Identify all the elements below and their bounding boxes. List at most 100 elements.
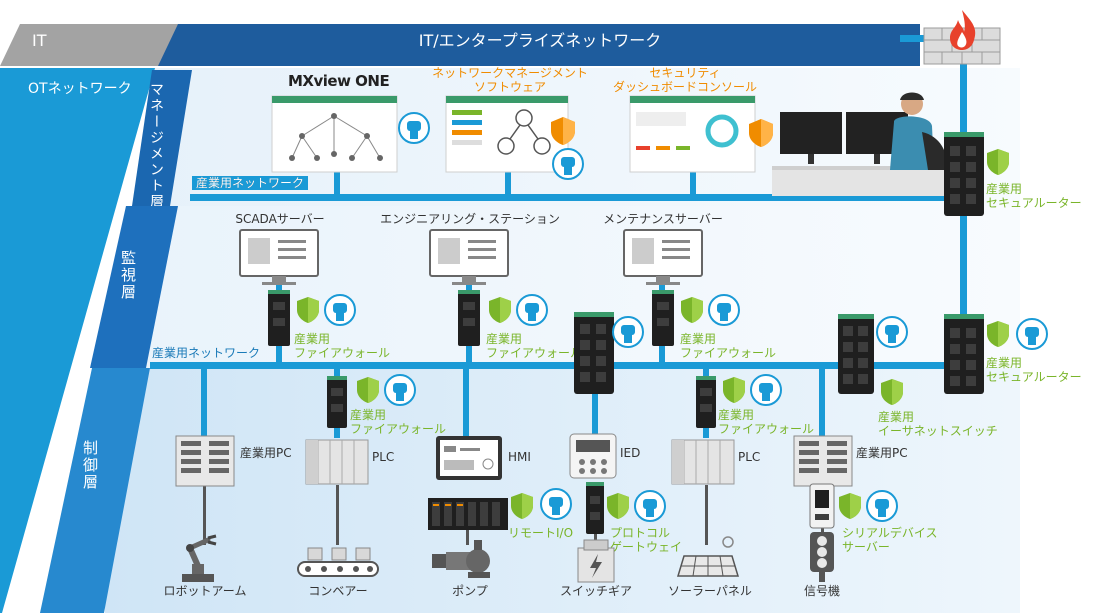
fist-icon bbox=[540, 488, 572, 520]
backbone-vertical-line bbox=[960, 60, 967, 380]
field-link-pump bbox=[466, 530, 469, 545]
control-layer-label: 制御層 bbox=[81, 440, 99, 491]
solar-panel-icon bbox=[676, 536, 740, 577]
control-layer-band bbox=[40, 368, 150, 613]
field-link-solar bbox=[705, 485, 708, 545]
hmi-label: HMI bbox=[508, 450, 531, 464]
green-shield-icon bbox=[987, 321, 1009, 347]
plc-2-label: PLC bbox=[738, 450, 761, 464]
serial-server-device-icon bbox=[809, 483, 835, 529]
protocol-gateway-label: プロトコル ゲートウェイ bbox=[610, 526, 683, 554]
robot-arm-icon bbox=[182, 534, 217, 582]
conveyor-label: コンベアー bbox=[308, 584, 368, 598]
firewall-4-label: 産業用 ファイアウォール bbox=[350, 408, 447, 436]
engineering-station-label: エンジニアリング・ステーション bbox=[380, 212, 560, 226]
fist-icon bbox=[708, 294, 740, 326]
green-shield-icon bbox=[881, 379, 903, 405]
nms-screen-icon bbox=[445, 95, 569, 173]
mxview-logo: MXview ONE bbox=[288, 72, 390, 90]
maintenance-server-label: メンテナンスサーバー bbox=[603, 212, 723, 226]
drop-ied bbox=[592, 368, 598, 434]
secure-router-device-icon bbox=[944, 132, 984, 216]
supervisory-network-line bbox=[150, 362, 950, 369]
conveyor-icon bbox=[297, 547, 379, 577]
green-shield-icon bbox=[357, 377, 379, 403]
firewall-device-icon bbox=[652, 290, 674, 346]
hmi-panel-icon bbox=[436, 436, 502, 480]
engineering-monitor-icon bbox=[429, 229, 509, 285]
ethernet-switch-device-icon bbox=[574, 312, 614, 394]
sup-network-label: 産業用ネットワーク bbox=[152, 346, 261, 360]
mxview-screen-icon bbox=[271, 95, 398, 173]
drop-dashboard bbox=[690, 170, 696, 196]
firewall-device-icon bbox=[696, 376, 716, 428]
industrial-pc-icon bbox=[175, 435, 235, 487]
network-mgmt-software-label: ネットワークマネージメント ソフトウェア bbox=[432, 66, 588, 94]
firewall-device-icon bbox=[458, 290, 480, 346]
ied-device-icon bbox=[569, 433, 617, 479]
it-banner bbox=[0, 24, 180, 66]
enterprise-network-banner bbox=[158, 24, 920, 66]
io-rack-icon bbox=[428, 498, 508, 530]
green-shield-icon bbox=[723, 377, 745, 403]
pump-label: ポンプ bbox=[452, 584, 488, 598]
drop-hmi bbox=[463, 368, 469, 438]
plc-icon bbox=[305, 439, 369, 485]
orange-shield-icon bbox=[749, 119, 773, 147]
plc-icon bbox=[671, 439, 735, 485]
plc-1-label: PLC bbox=[372, 450, 395, 464]
robot-arm-label: ロボットアーム bbox=[163, 584, 247, 598]
supervisory-layer-label: 監視層 bbox=[119, 250, 137, 301]
secure-router-device-icon bbox=[944, 314, 984, 394]
green-shield-icon bbox=[297, 297, 319, 323]
ethernet-switch-label: 産業用 イーサネットスイッチ bbox=[878, 410, 998, 438]
solar-panel-label: ソーラーパネル bbox=[668, 584, 752, 598]
firewall-device-icon bbox=[327, 376, 347, 428]
fist-icon bbox=[516, 294, 548, 326]
firewall-device-icon bbox=[268, 290, 290, 346]
switchgear-icon bbox=[577, 539, 615, 583]
fist-icon bbox=[384, 374, 416, 406]
firewall-5-label: 産業用 ファイアウォール bbox=[718, 408, 815, 436]
scada-monitor-icon bbox=[239, 229, 319, 285]
fist-icon bbox=[750, 374, 782, 406]
ied-label: IED bbox=[620, 446, 641, 460]
fist-icon bbox=[1016, 318, 1048, 350]
maintenance-monitor-icon bbox=[623, 229, 703, 285]
fist-icon bbox=[324, 294, 356, 326]
field-link-robot bbox=[203, 485, 206, 545]
fist-icon bbox=[398, 112, 430, 144]
security-dashboard-label: セキュリティ ダッシュボードコンソール bbox=[612, 66, 757, 94]
firewall-2-label: 産業用 ファイアウォール bbox=[486, 332, 583, 360]
management-layer-band bbox=[132, 70, 192, 206]
supervisory-layer-band bbox=[90, 206, 178, 368]
drop-nms bbox=[505, 170, 511, 196]
secure-router-top-label: 産業用 セキュアルーター bbox=[986, 182, 1082, 210]
switchgear-label: スイッチギア bbox=[559, 584, 632, 598]
scada-server-label: SCADAサーバー bbox=[235, 212, 325, 226]
ethernet-switch-device-icon bbox=[838, 314, 874, 394]
pump-icon bbox=[432, 540, 490, 578]
fist-icon bbox=[876, 316, 908, 348]
operator-workstation-icon bbox=[772, 92, 952, 196]
fist-icon bbox=[866, 490, 898, 522]
serial-server-label: シリアルデバイス サーバー bbox=[842, 526, 938, 554]
mgmt-network-label: 産業用ネットワーク bbox=[192, 176, 309, 190]
management-network-line bbox=[190, 194, 970, 201]
management-layer-label: マネージメント層 bbox=[148, 82, 164, 210]
dashboard-screen-icon bbox=[629, 95, 756, 173]
ot-network-band bbox=[0, 68, 155, 613]
green-shield-icon bbox=[511, 493, 533, 519]
remote-io-label: リモートI/O bbox=[508, 526, 574, 540]
fist-icon bbox=[634, 490, 666, 522]
fist-icon bbox=[612, 316, 644, 348]
green-shield-icon bbox=[607, 493, 629, 519]
it-label: IT bbox=[32, 31, 47, 50]
green-shield-icon bbox=[839, 493, 861, 519]
firewall-3-label: 産業用 ファイアウォール bbox=[680, 332, 777, 360]
firewall-icon bbox=[923, 10, 1001, 65]
field-link-conveyor bbox=[336, 485, 339, 545]
green-shield-icon bbox=[681, 297, 703, 323]
orange-shield-icon bbox=[551, 117, 575, 145]
